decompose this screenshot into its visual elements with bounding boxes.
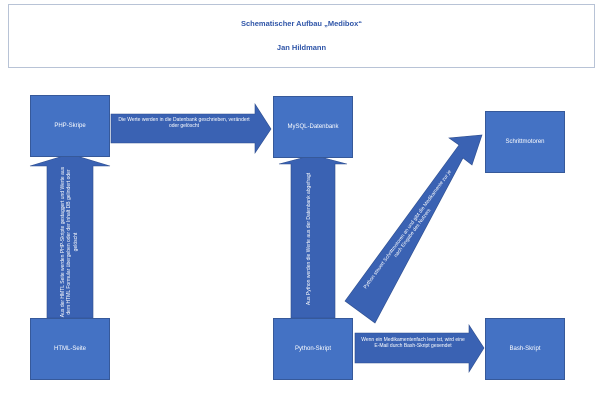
diagram-header: Schematischer Aufbau „Medibox“ Jan Hildm… xyxy=(8,4,595,68)
arrow-php-to-mysql xyxy=(110,102,272,154)
diagram-author: Jan Hildmann xyxy=(276,43,327,52)
node-mysql-datenbank: MySQL-Datenbank xyxy=(273,96,353,158)
arrow-html-to-php xyxy=(29,153,111,319)
node-bash-skript: Bash-Skript xyxy=(485,318,565,380)
node-python-skript: Python-Skript xyxy=(273,318,353,380)
diagram-title: Schematischer Aufbau „Medibox“ xyxy=(241,19,362,28)
node-php-skripte: PHP-Skripe xyxy=(30,95,110,157)
arrow-python-to-bash xyxy=(354,323,485,374)
node-html-seite: HTML-Seite xyxy=(30,318,110,380)
arrow-python-to-motors xyxy=(344,134,483,324)
arrow-python-to-mysql xyxy=(278,154,348,319)
node-schrittmotoren: Schrittmotoren xyxy=(485,111,565,173)
